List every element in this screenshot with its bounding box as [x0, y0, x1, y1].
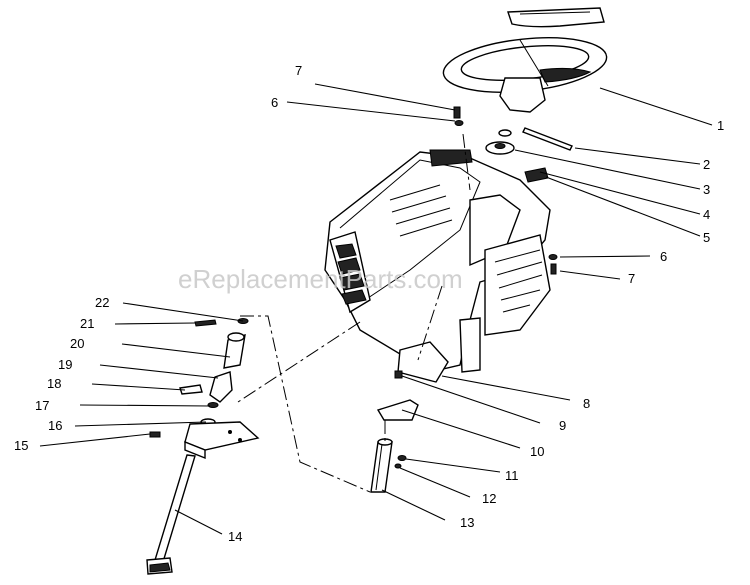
pivot-tube	[223, 332, 246, 369]
spring	[524, 167, 549, 183]
bracket	[397, 341, 449, 383]
callout-22: 22	[95, 295, 109, 310]
bolt-21	[194, 319, 217, 327]
washer	[498, 129, 512, 137]
washer-right	[548, 254, 558, 260]
steering-pin	[522, 127, 573, 151]
callout-10: 10	[530, 444, 544, 459]
washer-top	[454, 120, 464, 126]
bolt-top	[453, 106, 461, 119]
callout-14: 14	[228, 529, 242, 544]
callout-3: 3	[703, 182, 710, 197]
steering-tube	[370, 438, 393, 493]
callout-5: 5	[703, 230, 710, 245]
callout-17: 17	[35, 398, 49, 413]
phantom-line	[240, 315, 371, 493]
washer-11	[397, 455, 407, 461]
callout-7-top: 7	[295, 63, 302, 78]
callout-9: 9	[559, 418, 566, 433]
callout-21: 21	[80, 316, 94, 331]
tie-rod	[146, 454, 196, 575]
nut-12	[394, 463, 402, 469]
cover-plate	[376, 399, 419, 421]
callout-19: 19	[58, 357, 72, 372]
callout-4: 4	[703, 207, 710, 222]
callout-6-right: 6	[660, 249, 667, 264]
callout-8: 8	[583, 396, 590, 411]
steering-wheel	[442, 37, 608, 113]
watermark: eReplacementParts.com	[178, 264, 463, 294]
callout-13: 13	[460, 515, 474, 530]
callout-6-top: 6	[271, 95, 278, 110]
callout-20: 20	[70, 336, 84, 351]
dash-console	[324, 149, 551, 373]
bolt-right	[550, 263, 557, 275]
pivot-arm	[209, 371, 233, 403]
callout-12: 12	[482, 491, 496, 506]
screw-15	[149, 431, 161, 438]
callout-15: 15	[14, 438, 28, 453]
callout-16: 16	[48, 418, 62, 433]
steering-wheel-cap	[507, 7, 605, 28]
bushing	[485, 141, 515, 155]
callout-1: 1	[717, 118, 724, 133]
pin-18	[179, 384, 203, 395]
callout-18: 18	[47, 376, 61, 391]
callout-2: 2	[703, 157, 710, 172]
mount-plate	[184, 421, 260, 460]
washer-17	[207, 402, 219, 408]
callout-11: 11	[505, 468, 519, 483]
callout-7-right: 7	[628, 271, 635, 286]
leader-lines	[39, 83, 713, 535]
